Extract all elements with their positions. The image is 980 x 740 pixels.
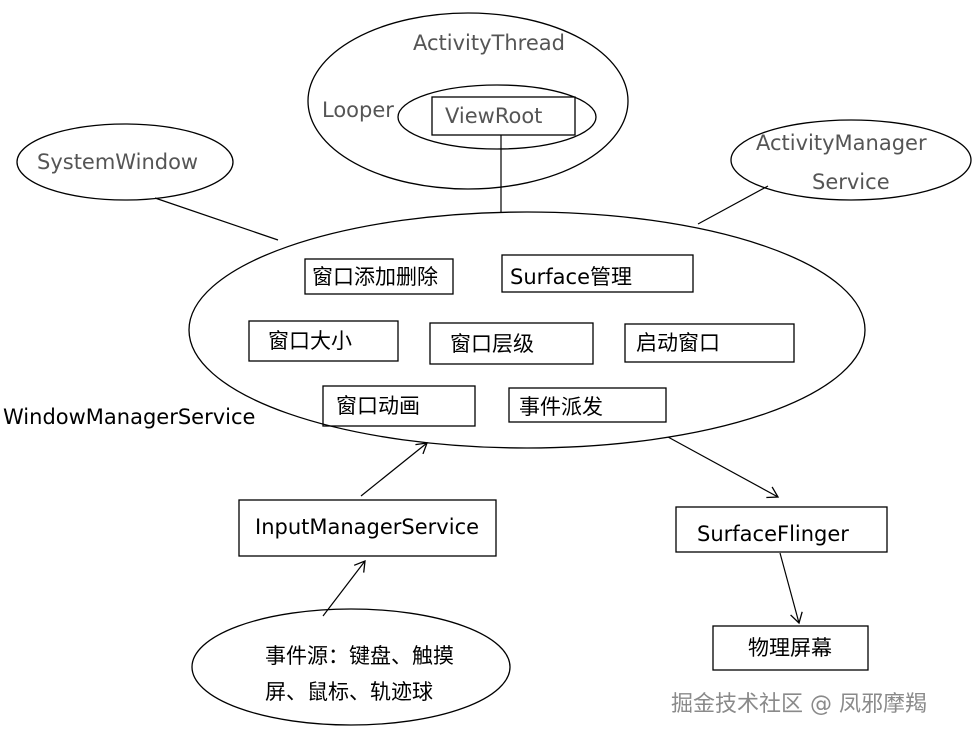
window-manager-service-label: WindowManagerService bbox=[3, 405, 255, 429]
input-manager-service-box bbox=[238, 499, 497, 557]
window-add-remove-box bbox=[304, 258, 454, 295]
surface-manage-label: Surface管理 bbox=[510, 265, 632, 289]
looper-ellipse bbox=[397, 84, 597, 150]
surface-manage-box bbox=[501, 254, 694, 293]
activity-manager-service-ellipse bbox=[730, 119, 972, 201]
system-window-ellipse bbox=[16, 123, 234, 201]
input-manager-service-label: InputManagerService bbox=[255, 515, 479, 539]
activity-manager-label-line1: ActivityManager bbox=[756, 131, 927, 155]
window-size-label: 窗口大小 bbox=[268, 329, 352, 353]
surface-flinger-box bbox=[675, 506, 888, 553]
window-layer-label: 窗口层级 bbox=[450, 332, 534, 356]
event-dispatch-label: 事件派发 bbox=[519, 395, 603, 419]
window-layer-box bbox=[429, 322, 594, 365]
window-animation-box bbox=[322, 385, 476, 427]
event-dispatch-box bbox=[508, 387, 667, 423]
surface-flinger-to-screen-arrow bbox=[779, 552, 803, 625]
event-source-to-input-arrow bbox=[322, 559, 366, 617]
start-window-label: 启动窗口 bbox=[636, 331, 720, 355]
physical-screen-box bbox=[712, 625, 869, 671]
activity-manager-connector bbox=[697, 185, 769, 225]
input-to-wms-arrow bbox=[360, 442, 428, 497]
event-source-ellipse bbox=[191, 608, 511, 726]
start-window-box bbox=[624, 323, 795, 363]
system-window-label: SystemWindow bbox=[37, 150, 198, 174]
system-window-connector bbox=[154, 197, 279, 241]
window-add-remove-label: 窗口添加删除 bbox=[312, 265, 438, 289]
event-source-label-line2: 屏、鼠标、轨迹球 bbox=[265, 680, 433, 704]
window-animation-label: 窗口动画 bbox=[336, 394, 420, 418]
activity-thread-label: ActivityThread bbox=[413, 31, 565, 55]
wms-to-surface-flinger-arrow bbox=[667, 436, 780, 499]
activity-manager-label-line2: Service bbox=[812, 170, 890, 194]
event-source-label-line1: 事件源：键盘、触摸 bbox=[265, 644, 454, 668]
looper-label: Looper bbox=[322, 98, 394, 122]
physical-screen-label: 物理屏幕 bbox=[748, 636, 832, 660]
activity-thread-ellipse bbox=[307, 12, 629, 190]
window-manager-service-ellipse bbox=[188, 211, 866, 449]
surface-flinger-label: SurfaceFlinger bbox=[697, 522, 849, 546]
view-root-box bbox=[431, 96, 576, 136]
watermark-text: 掘金技术社区 @ 凤邪摩羯 bbox=[671, 692, 927, 717]
window-size-box bbox=[248, 320, 399, 362]
view-root-label: ViewRoot bbox=[445, 104, 542, 128]
